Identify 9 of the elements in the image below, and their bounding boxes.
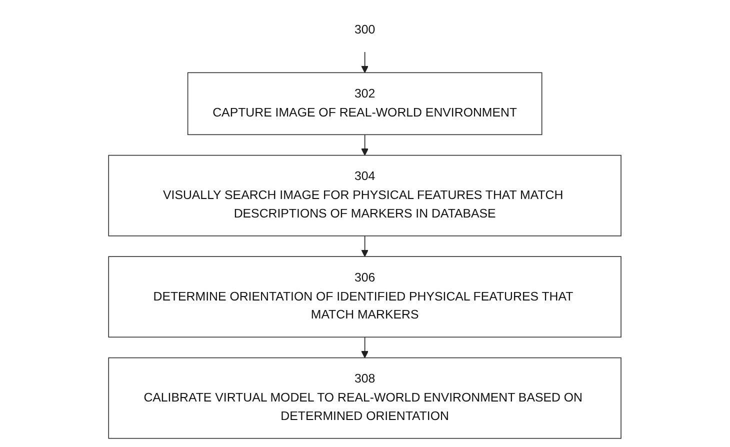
node-text: 300 bbox=[354, 22, 376, 37]
arrow bbox=[361, 52, 369, 73]
node-box bbox=[108, 357, 622, 439]
node-box bbox=[108, 256, 622, 338]
arrow bbox=[361, 134, 369, 156]
node-box bbox=[188, 72, 542, 136]
arrow bbox=[361, 336, 369, 358]
node-box bbox=[108, 154, 622, 236]
arrow bbox=[361, 235, 369, 257]
